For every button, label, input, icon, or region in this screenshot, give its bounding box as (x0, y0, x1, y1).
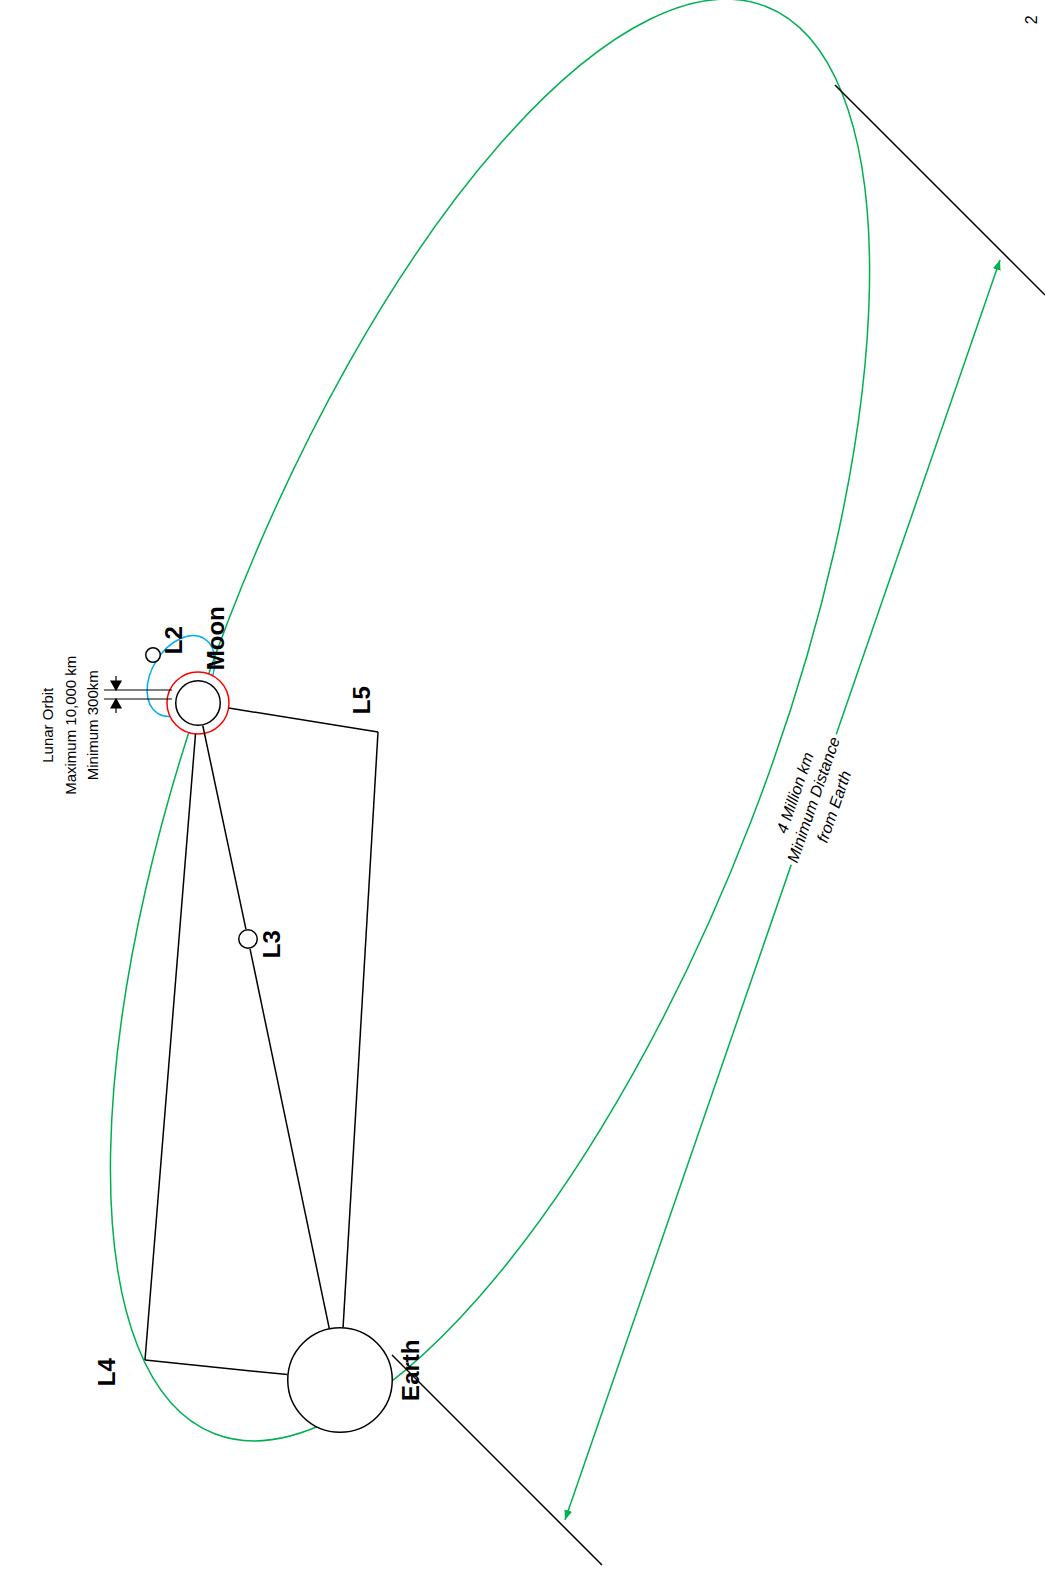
lagrange-point: L2 (145, 647, 161, 663)
distance-arrow (565, 260, 1000, 1520)
tangent-line (835, 85, 1045, 295)
circle-outline (145, 647, 161, 663)
moon-circle: Moon (175, 680, 221, 726)
lagrange-label: L5 (349, 686, 375, 714)
lagrange-point: L3 (238, 929, 258, 949)
node-label: L2 (161, 626, 187, 654)
dimension-arrow (111, 676, 121, 690)
dimension-arrow (111, 699, 121, 713)
dimension-line (104, 699, 172, 700)
transfer-orbit (0, 0, 1027, 1535)
node-label: Moon (203, 606, 229, 670)
circle-outline (287, 1327, 393, 1433)
dimension-line (104, 690, 172, 691)
lagrange-label: L4 (94, 1358, 120, 1386)
connector-line (250, 949, 329, 1328)
lunar-orbit-ring (167, 672, 229, 734)
node-label: L3 (259, 930, 285, 958)
triangle-line (145, 1360, 287, 1375)
page-number: 2 (1022, 15, 1040, 24)
node-label: Earth (398, 1340, 424, 1401)
orbit-limit: Maximum 10,000 km (63, 655, 80, 794)
triangle-line (145, 734, 196, 1360)
circle-outline (238, 929, 258, 949)
orbit-title: Lunar Orbit (40, 687, 57, 762)
connector-line (203, 726, 246, 930)
earth-circle: Earth (287, 1327, 393, 1433)
triangle-line (343, 732, 378, 1327)
orbit-limit: Minimum 300km (85, 670, 102, 780)
circle-outline (175, 680, 221, 726)
